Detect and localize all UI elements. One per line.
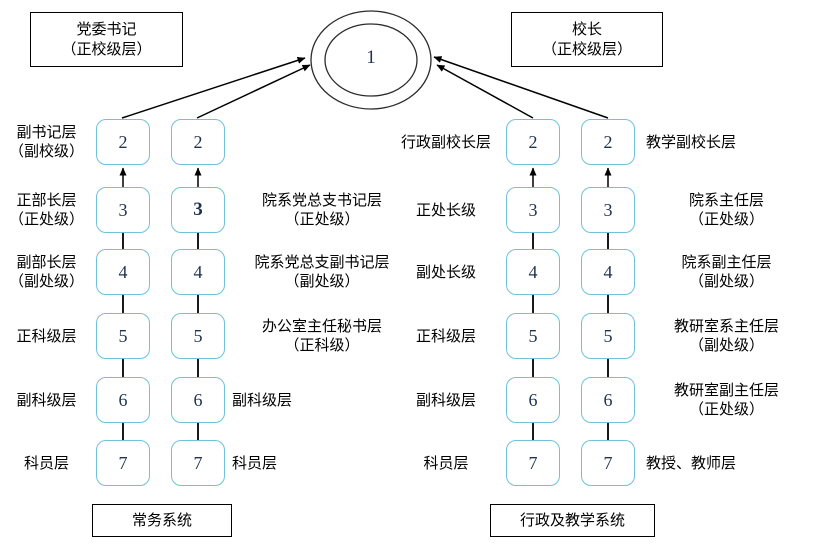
system-label-right: 行政及教学系统 [490,504,655,537]
right-group-row7-left-label: 科员层 [423,454,469,472]
level-box: 4 [171,249,225,295]
left-group-row6-right-label: 副科级层 [232,391,293,409]
left-group-row5-left-label: 正科级层 [16,327,77,345]
level-box: 4 [96,249,150,295]
right-group-row4-left-label: 副处长级 [415,263,476,281]
right-group-row3-left-label: 正处长级 [415,201,476,219]
level-box: 3 [96,187,150,233]
left-group-row7-left-label: 科员层 [23,454,69,472]
level-box: 6 [171,377,225,423]
right-group-row6-left-label: 副科级层 [415,391,476,409]
left-group-row5-right-label: 办公室主任秘书层 （正科级） [261,318,382,354]
right-group-row2-right-label: 教学副校长层 [646,133,737,151]
level-box: 5 [96,313,150,359]
level-box: 6 [96,377,150,423]
president-title-box: 校长 （正校级层） [511,12,663,67]
root-node-ellipse [310,10,432,110]
party-secretary-title: 党委书记 [76,20,137,38]
level-box: 4 [581,249,635,295]
right-group-row5-left-label: 正科级层 [415,327,476,345]
level-box: 2 [171,119,225,165]
right-group-row6-right-label: 教研室副主任层 （正处级） [673,382,779,418]
left-group-row6-left-label: 副科级层 [16,391,77,409]
level-box: 5 [581,313,635,359]
president-rank: （正校级层） [541,40,632,58]
level-box: 2 [506,119,560,165]
right-group-row2-left-label: 行政副校长层 [400,133,491,151]
system-label-left: 常务系统 [92,504,232,537]
level-box: 7 [581,440,635,486]
level-box: 6 [506,377,560,423]
left-group-row7-right-label: 科员层 [232,454,278,472]
right-group-row7-right-label: 教授、教师层 [646,454,737,472]
level3-to-level2-arrows [119,167,612,188]
level-box: 7 [96,440,150,486]
level-box: 7 [171,440,225,486]
level-box: 3 [581,187,635,233]
left-group-row2-left-label: 副书记层 （副校级） [8,124,84,160]
level-box: 2 [581,119,635,165]
left-group-row4-left-label: 副部长层 （副处级） [8,254,84,290]
level-box: 3 [171,187,225,233]
level-box: 7 [506,440,560,486]
right-group-row4-right-label: 院系副主任层 （副处级） [681,254,772,290]
right-group-row3-right-label: 院系主任层 （正处级） [688,192,764,228]
left-group-row4-right-label: 院系党总支副书记层 （副处级） [254,254,390,290]
level-box: 3 [506,187,560,233]
left-group-row3-right-label: 院系党总支书记层 （正处级） [261,192,382,228]
level-box: 6 [581,377,635,423]
party-secretary-title-box: 党委书记 （正校级层） [30,12,183,67]
president-title: 校长 [571,20,602,38]
right-group-row5-right-label: 教研室系主任层 （副处级） [673,318,779,354]
left-group-row3-left-label: 正部长层 （正处级） [8,192,84,228]
party-secretary-rank: （正校级层） [61,40,152,58]
root-converging-arrows [121,56,609,119]
column-connectors [122,232,609,441]
level-box: 4 [506,249,560,295]
root-node-value: 1 [366,47,376,68]
level-box: 2 [96,119,150,165]
level-box: 5 [506,313,560,359]
level-box: 5 [171,313,225,359]
